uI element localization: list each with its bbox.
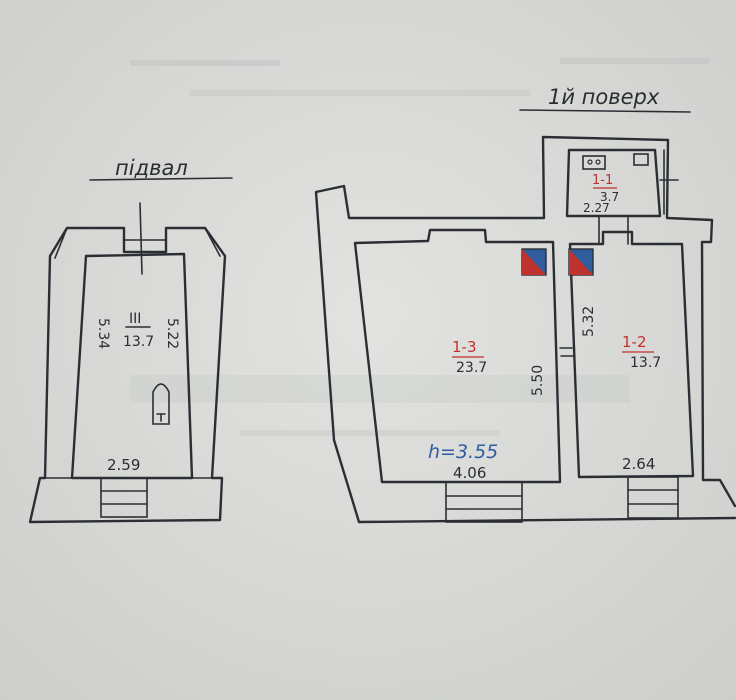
room-1-2-area: 13.7 xyxy=(630,355,661,371)
basement-length-right: 5.22 xyxy=(164,318,180,349)
room-1-1-area: 3.7 xyxy=(600,190,619,204)
basement-heading: підвал xyxy=(115,156,188,180)
watermark xyxy=(130,58,710,436)
room-1-3-stairs xyxy=(445,481,523,523)
room-1-3-outline xyxy=(353,228,562,484)
room-1-1-number: 1-1 xyxy=(592,173,613,188)
basement-plan: III 13.7 5.34 5.22 2.59 xyxy=(28,202,227,524)
room-1-2-outline xyxy=(568,230,695,479)
basement-room-outline xyxy=(70,252,194,480)
basement-width: 2.59 xyxy=(107,456,140,474)
room-1-3-number: 1-3 xyxy=(452,338,477,356)
basement-vent-line xyxy=(139,202,143,275)
floor1-outer-wall xyxy=(314,135,736,524)
floor1-heading: 1й поверх xyxy=(548,85,660,109)
room-1-1-outline xyxy=(565,148,662,218)
burner-icon xyxy=(587,159,593,165)
vent-duct-icon xyxy=(521,248,547,276)
basement-length-left: 5.34 xyxy=(95,318,111,349)
basement-room-area: 13.7 xyxy=(123,334,154,350)
basement-wall-line xyxy=(204,227,221,257)
floor1-plan: 1-1 3.7 2.27 1-3 23.7 5.50 h=3.55 4.06 1… xyxy=(314,135,736,524)
stove-icon xyxy=(582,155,606,170)
room-1-2-number: 1-2 xyxy=(622,333,647,351)
room-1-1-width: 2.27 xyxy=(583,201,610,215)
room-1-3-height: h=3.55 xyxy=(428,441,498,463)
room-1-2-stairs xyxy=(627,476,679,519)
room-1-3-length: 5.50 xyxy=(530,365,546,396)
basement-room-number: III xyxy=(129,311,141,327)
basement-stairs xyxy=(100,477,148,518)
room-1-2-length: 5.32 xyxy=(581,306,597,337)
boiler-symbol xyxy=(152,383,170,425)
sink-icon xyxy=(633,153,649,166)
floor1-heading-underline xyxy=(519,109,691,113)
basement-outer-wall xyxy=(28,226,227,524)
basement-heading-underline xyxy=(89,177,233,181)
vent-duct-icon xyxy=(568,248,594,276)
basement-wall-line xyxy=(54,227,68,259)
burner-icon xyxy=(595,159,601,165)
room-1-2-width: 2.64 xyxy=(622,455,655,473)
room-1-3-width: 4.06 xyxy=(453,464,486,482)
room-1-3-area: 23.7 xyxy=(456,360,487,376)
